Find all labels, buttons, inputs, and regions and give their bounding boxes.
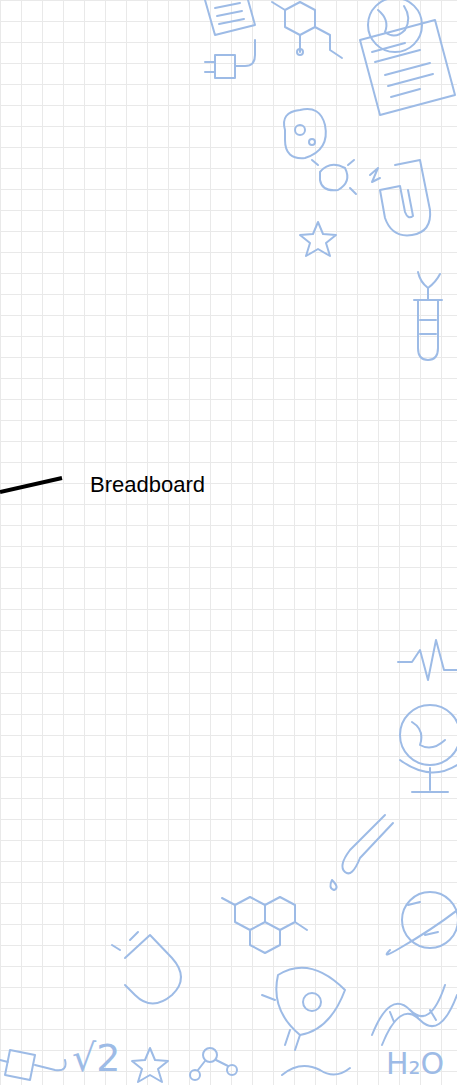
star-doodle bbox=[132, 1048, 168, 1082]
bacteria-doodle bbox=[312, 160, 356, 194]
drop-doodle bbox=[330, 880, 336, 890]
atom-dot bbox=[190, 1070, 200, 1080]
molecule-doodle bbox=[222, 897, 307, 953]
spark-doodle bbox=[370, 168, 380, 182]
atom-dot bbox=[297, 49, 303, 55]
test-tube-doodle bbox=[414, 272, 442, 360]
leader-line bbox=[0, 478, 62, 492]
test-tube-doodle bbox=[342, 815, 393, 873]
squiggle-doodle bbox=[282, 1066, 350, 1075]
doodle-text: √2 bbox=[72, 1036, 120, 1080]
planet-ring bbox=[387, 900, 457, 955]
planet-doodle bbox=[402, 892, 457, 948]
magnet-doodle bbox=[380, 160, 430, 235]
molecule-doodle bbox=[272, 2, 342, 58]
document-doodle bbox=[360, 20, 455, 115]
document-lines bbox=[372, 43, 433, 97]
globe-stand bbox=[400, 722, 457, 792]
calculator-keys bbox=[215, 3, 244, 24]
plug-doodle bbox=[0, 1050, 66, 1080]
plug-doodle bbox=[205, 40, 255, 78]
pulse-doodle bbox=[398, 640, 457, 680]
rocket-doodle bbox=[276, 968, 345, 1035]
rocket-window bbox=[303, 993, 321, 1011]
globe-doodle bbox=[400, 705, 457, 765]
spark-doodle bbox=[112, 932, 138, 950]
rocket-fins bbox=[262, 995, 300, 1050]
star-doodle bbox=[300, 222, 336, 256]
cell-dot bbox=[295, 125, 305, 135]
tube-marks bbox=[420, 320, 436, 334]
bond-lines bbox=[198, 1060, 228, 1070]
bacteria-doodle bbox=[284, 109, 326, 158]
cell-dot bbox=[309, 139, 315, 145]
magnet-doodle bbox=[125, 935, 181, 1004]
atom-dot bbox=[203, 1048, 217, 1062]
dna-doodle bbox=[372, 985, 457, 1045]
doodle-text: H₂O bbox=[386, 1046, 444, 1081]
calculator-doodle bbox=[205, 0, 255, 35]
part-label: Breadboard bbox=[90, 472, 205, 498]
